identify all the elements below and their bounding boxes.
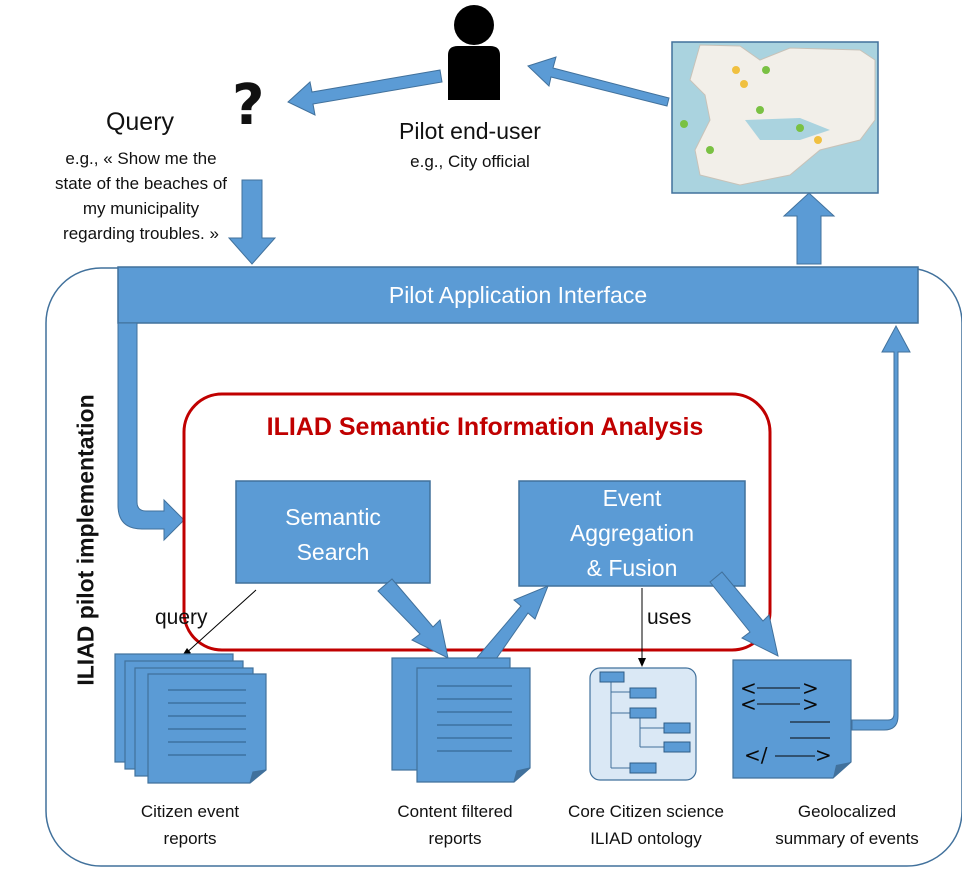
uses-edge-label: uses xyxy=(647,606,692,629)
user-subtitle: e.g., City official xyxy=(410,152,530,171)
arrow-interface-to-search xyxy=(117,322,185,542)
uses-edge-arrowhead xyxy=(638,658,646,667)
arrow-map-to-user xyxy=(527,56,670,107)
arrow-search-to-filtered xyxy=(377,578,449,659)
arrow-query-to-interface xyxy=(227,179,277,265)
code-glyph-close1: > xyxy=(802,676,819,700)
code-glyph-end-tag: </ xyxy=(744,743,768,767)
citizen-reports-stack xyxy=(114,653,267,784)
semantic-search-box xyxy=(235,480,431,584)
event-aggregation-box xyxy=(518,480,746,587)
arrow-interface-to-map xyxy=(782,192,836,265)
query-edge-label: query xyxy=(155,606,208,629)
summary-document-icon: < > < > </ > xyxy=(732,659,852,779)
container-label: ILIAD pilot implementation xyxy=(72,394,99,686)
code-glyph-close3: > xyxy=(815,743,832,767)
person-icon xyxy=(448,5,500,100)
arrow-summary-to-interface xyxy=(851,324,911,731)
analysis-frame xyxy=(182,392,772,652)
citizen-reports-lines xyxy=(168,689,246,756)
arrow-user-to-query xyxy=(287,69,443,116)
code-glyph-close2: > xyxy=(802,692,819,716)
interface-label: Pilot Application Interface xyxy=(388,282,648,308)
filtered-reports-stack xyxy=(391,657,531,783)
map-thumbnail xyxy=(671,41,879,194)
arrow-event-to-summary xyxy=(709,571,779,657)
application-interface-bar xyxy=(117,266,919,324)
code-glyph-open2: < xyxy=(740,692,757,716)
question-mark-icon: ? xyxy=(232,73,265,138)
analysis-title: ILIAD Semantic Information Analysis xyxy=(266,413,704,441)
user-title: Pilot end-user xyxy=(399,118,541,144)
code-glyph-open1: < xyxy=(740,676,757,700)
query-title: Query xyxy=(105,108,175,136)
filtered-reports-lines xyxy=(437,685,512,752)
query-edge-line xyxy=(183,589,257,656)
ontology-tree-icon xyxy=(589,667,697,781)
